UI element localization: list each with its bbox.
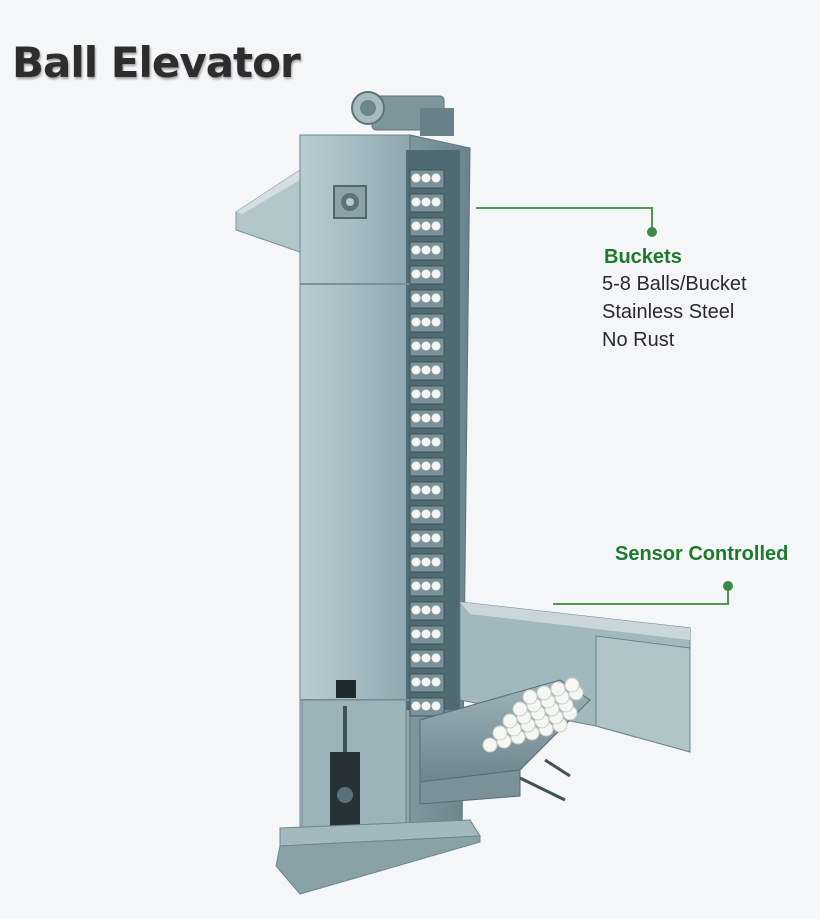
golf-ball-icon [431, 389, 441, 399]
golf-ball-icon [411, 653, 421, 663]
golf-ball-icon [522, 689, 538, 705]
golf-ball-icon [411, 533, 421, 543]
golf-ball-icon [411, 173, 421, 183]
golf-ball-icon [421, 677, 431, 687]
golf-ball-icon [431, 629, 441, 639]
golf-ball-icon [431, 605, 441, 615]
buckets-line-1: 5-8 Balls/Bucket [602, 273, 747, 295]
golf-ball-icon [550, 681, 566, 697]
sensor-callout-line [553, 581, 733, 605]
golf-ball-icon [411, 509, 421, 519]
golf-ball-icon [411, 629, 421, 639]
golf-ball-icon [431, 317, 441, 327]
golf-ball-icon [431, 437, 441, 447]
golf-ball-icon [431, 677, 441, 687]
golf-ball-icon [421, 269, 431, 279]
golf-ball-icon [431, 581, 441, 591]
discharge-chute [235, 169, 301, 253]
golf-ball-icon [421, 509, 431, 519]
golf-ball-icon [482, 737, 498, 753]
golf-ball-icon [421, 629, 431, 639]
golf-ball-icon [431, 461, 441, 471]
buckets-callout-line [476, 207, 657, 237]
golf-ball-icon [431, 221, 441, 231]
golf-ball-icon [421, 389, 431, 399]
golf-ball-icon [431, 653, 441, 663]
golf-ball-icon [421, 245, 431, 255]
golf-ball-icon [431, 245, 441, 255]
sensor-heading: Sensor Controlled [615, 543, 789, 565]
golf-ball-icon [411, 245, 421, 255]
golf-ball-icon [411, 461, 421, 471]
golf-ball-icon [421, 437, 431, 447]
golf-ball-icon [421, 197, 431, 207]
golf-ball-icon [411, 365, 421, 375]
bucket-stack [409, 169, 445, 717]
golf-ball-icon [411, 293, 421, 303]
golf-ball-icon [492, 725, 508, 741]
base-section [275, 680, 481, 895]
golf-ball-icon [564, 677, 580, 693]
golf-ball-icon [421, 653, 431, 663]
golf-ball-icon [421, 605, 431, 615]
golf-ball-icon [421, 485, 431, 495]
buckets-line-3: No Rust [602, 329, 675, 351]
golf-ball-icon [431, 173, 441, 183]
golf-ball-icon [411, 389, 421, 399]
golf-ball-icon [431, 485, 441, 495]
golf-ball-icon [411, 557, 421, 567]
motor-icon [351, 91, 454, 136]
golf-ball-icon [421, 293, 431, 303]
golf-ball-icon [411, 413, 421, 423]
golf-ball-icon [421, 701, 431, 711]
golf-ball-icon [431, 197, 441, 207]
golf-ball-icon [411, 317, 421, 327]
golf-ball-icon [421, 365, 431, 375]
golf-ball-icon [411, 605, 421, 615]
golf-ball-icon [411, 677, 421, 687]
golf-ball-icon [502, 713, 518, 729]
golf-ball-icon [431, 413, 441, 423]
golf-ball-icon [421, 533, 431, 543]
buckets-line-2: Stainless Steel [602, 301, 735, 323]
golf-ball-icon [431, 293, 441, 303]
golf-ball-icon [431, 557, 441, 567]
golf-ball-icon [421, 461, 431, 471]
golf-ball-icon [421, 581, 431, 591]
golf-ball-icon [431, 365, 441, 375]
golf-ball-icon [431, 269, 441, 279]
golf-ball-icon [536, 685, 552, 701]
golf-ball-icon [411, 485, 421, 495]
golf-ball-icon [411, 221, 421, 231]
golf-ball-icon [421, 557, 431, 567]
golf-ball-icon [411, 581, 421, 591]
feed-hopper [419, 601, 691, 805]
golf-ball-icon [421, 317, 431, 327]
golf-ball-icon [421, 413, 431, 423]
golf-ball-icon [411, 701, 421, 711]
golf-ball-icon [431, 701, 441, 711]
golf-ball-icon [431, 509, 441, 519]
golf-ball-icon [421, 173, 431, 183]
page-title: Ball Elevator [12, 38, 301, 87]
golf-ball-icon [431, 341, 441, 351]
golf-ball-icon [431, 533, 441, 543]
golf-ball-icon [512, 701, 528, 717]
golf-ball-icon [411, 341, 421, 351]
bearing-icon [333, 185, 367, 219]
golf-ball-icon [411, 437, 421, 447]
golf-ball-icon [421, 221, 431, 231]
golf-ball-icon [411, 269, 421, 279]
golf-ball-icon [421, 341, 431, 351]
golf-ball-icon [411, 197, 421, 207]
buckets-heading: Buckets [604, 246, 682, 268]
